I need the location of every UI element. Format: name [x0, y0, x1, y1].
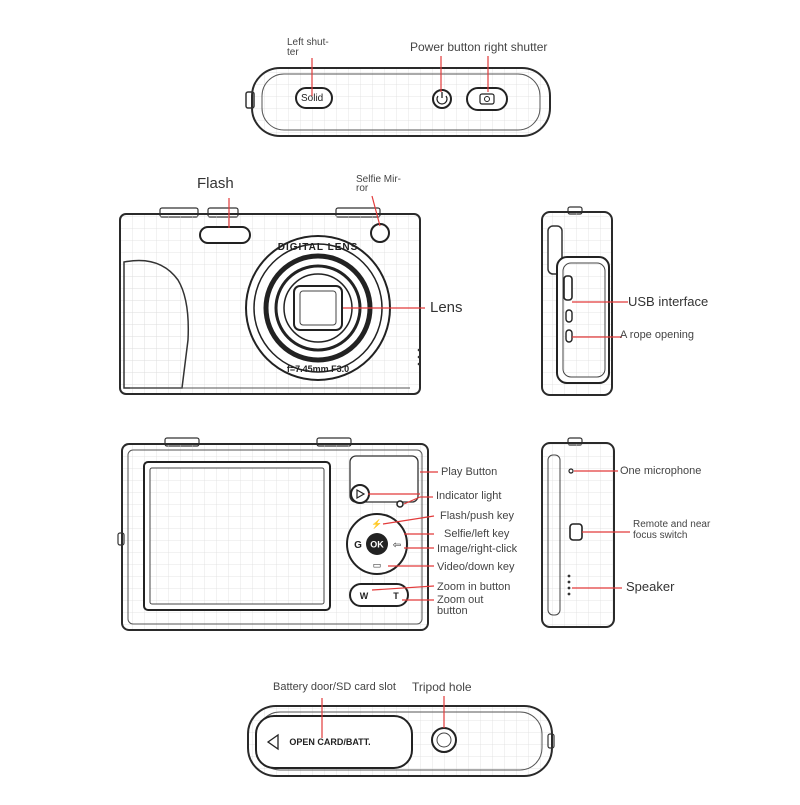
usb-port	[563, 275, 573, 301]
label-play-button: Play Button	[441, 466, 498, 478]
front-view: DIGITAL LENS f=7.45mm F3.0	[119, 195, 425, 395]
right-shutter-button	[466, 87, 508, 111]
label-zoom-out-button: Zoom out button	[437, 594, 484, 617]
label-usb-interface: USB interface	[628, 294, 709, 309]
flash-key-icon: ⚡	[371, 518, 382, 530]
video-key-icon: ▭	[373, 560, 382, 570]
label-one-microphone: One microphone	[620, 465, 702, 477]
rope-opening	[565, 329, 573, 343]
label-lens: Lens	[430, 299, 463, 316]
label-speaker: Speaker	[626, 579, 675, 594]
label-remote-focus-switch: Remote and near focus switch	[633, 519, 711, 541]
label-zoom-in-button: Zoom in button	[437, 581, 511, 593]
label-indicator-light: Indicator light	[436, 490, 502, 502]
selfie-mirror	[370, 223, 390, 243]
top-view	[245, 56, 551, 137]
left-shutter-switch	[295, 87, 333, 109]
side-view-usb	[541, 206, 628, 396]
zoom-rocker	[349, 583, 409, 607]
label-image-right-click: Image/right-click	[437, 543, 518, 555]
focus-switch	[569, 523, 583, 541]
lens-ring-bottom-text: f=7.45mm F3.0	[287, 364, 349, 374]
label-rope-opening: A rope opening	[620, 329, 695, 341]
top-view-body	[251, 67, 551, 137]
hand-grip	[123, 259, 190, 389]
zoom-t-label: T	[393, 591, 399, 601]
microphone-hole	[568, 468, 574, 474]
label-power-right-shutter: Power button right shutter	[410, 40, 548, 54]
label-selfie-left-key: Selfie/left key	[444, 528, 510, 540]
back-view: OK ⚡ G ⇦ ▭ W T	[117, 437, 438, 631]
label-battery-door: Battery door/SD card slot	[273, 681, 396, 693]
image-key-icon: ⇦	[393, 540, 401, 551]
label-left-shutter: Left shut-ter	[287, 37, 329, 58]
tripod-hole	[431, 727, 457, 753]
battery-door-text: OPEN CARD/BATT.	[289, 737, 370, 747]
lens-ring-top-text: DIGITAL LENS	[278, 242, 359, 253]
label-flash-push-key: Flash/push key	[440, 510, 514, 522]
bottom-view: OPEN CARD/BATT.	[247, 696, 555, 777]
ok-label: OK	[370, 540, 384, 550]
ok-button	[366, 533, 388, 555]
label-selfie-mirror: Selfie Mir-ror	[356, 174, 402, 194]
label-flash: Flash	[197, 175, 234, 192]
label-solid: Solid	[301, 93, 324, 104]
label-video-down-key: Video/down key	[437, 561, 515, 573]
side-view-mic	[541, 437, 630, 628]
lens-glass	[293, 285, 343, 331]
selfie-key-icon: G	[354, 540, 362, 551]
label-tripod-hole: Tripod hole	[412, 680, 472, 694]
flash-window	[199, 226, 251, 244]
power-button	[432, 89, 452, 109]
zoom-w-label: W	[360, 591, 369, 601]
battery-door	[255, 715, 413, 769]
indicator-light	[396, 500, 404, 508]
play-button	[350, 484, 370, 504]
